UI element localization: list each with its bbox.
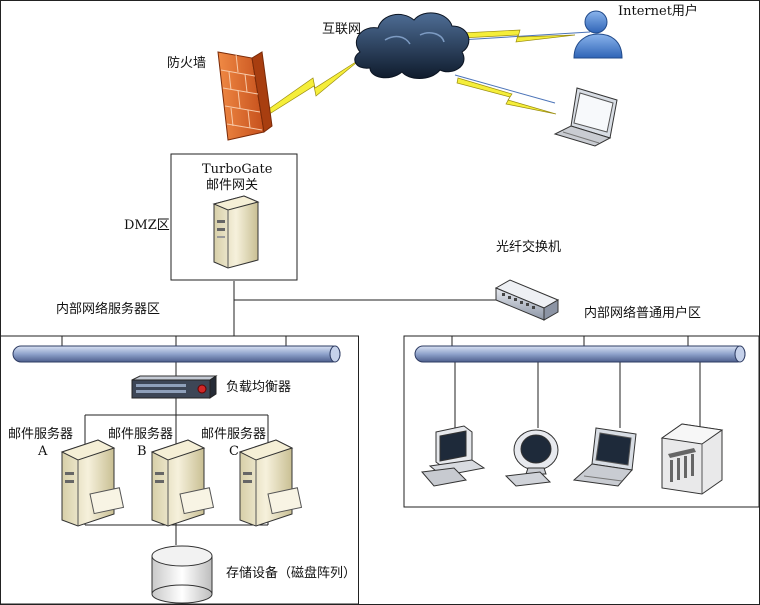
firewall-label: 防火墙 (167, 56, 207, 71)
user-bus (414, 345, 746, 363)
internet-cloud-icon (354, 12, 470, 79)
server-zone-frame (0, 335, 359, 605)
mail-server-a-icon (60, 439, 125, 527)
storage-label: 存储设备（磁盘阵列） (226, 566, 357, 581)
storage-disk-icon (151, 545, 213, 604)
laptop-icon (553, 87, 618, 147)
mail-server-c-label: 邮件服务器 (201, 427, 267, 442)
lightning-links (262, 29, 576, 119)
server-cabinet-icon (660, 423, 724, 495)
firewall-icon (217, 51, 273, 141)
gateway-name-label: TurboGate (202, 162, 273, 177)
desktop-pc-icon (421, 425, 486, 487)
laptop-user-icon (572, 427, 637, 487)
mail-server-a-letter: A (38, 444, 48, 459)
mail-server-c-letter: C (229, 444, 239, 459)
mail-server-a-label: 邮件服务器 (8, 427, 74, 442)
gateway-server-icon (212, 195, 260, 269)
server-zone-label: 内部网络服务器区 (56, 302, 161, 317)
mail-server-b-label: 邮件服务器 (108, 427, 174, 442)
mail-server-c-icon (238, 439, 303, 527)
internet-user-label: Internet用户 (618, 4, 698, 19)
dmz-label: DMZ区 (124, 218, 170, 233)
fiber-switch-icon (494, 279, 560, 321)
mail-server-b-letter: B (137, 444, 147, 459)
mail-server-b-icon (150, 439, 215, 527)
load-balancer-label: 负载均衡器 (226, 380, 292, 395)
imac-icon (504, 429, 559, 487)
gateway-type-label: 邮件网关 (206, 178, 259, 193)
user-zone-frame (403, 335, 760, 508)
internet-label: 互联网 (322, 22, 362, 37)
user-zone-label: 内部网络普通用户区 (584, 306, 702, 321)
internet-user-icon (573, 10, 623, 59)
load-balancer-icon (131, 375, 218, 399)
switch-label: 光纤交换机 (496, 240, 562, 255)
server-bus (12, 345, 341, 363)
